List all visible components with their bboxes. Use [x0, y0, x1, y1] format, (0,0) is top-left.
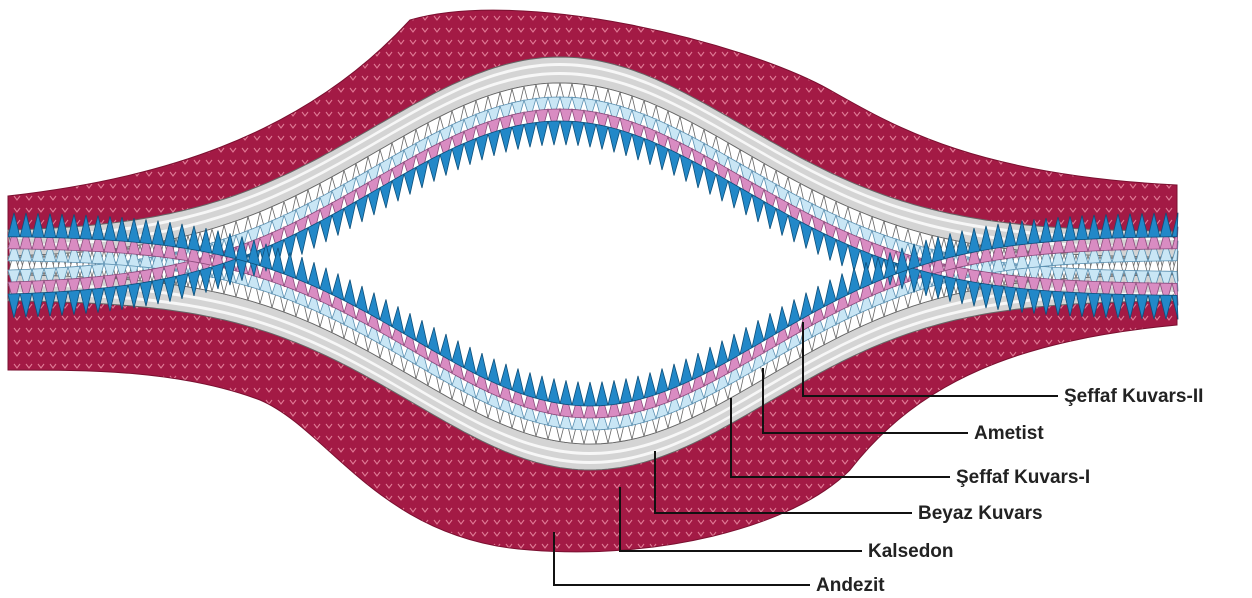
vein-layers [8, 57, 1178, 470]
label-seffaf-kuvars-1: Şeffaf Kuvars-I [956, 467, 1090, 488]
label-beyaz-kuvars: Beyaz Kuvars [918, 503, 1043, 524]
label-ametist: Ametist [974, 423, 1044, 444]
label-andezit: Andezit [816, 575, 885, 596]
label-kalsedon: Kalsedon [868, 541, 954, 562]
label-seffaf-kuvars-2: Şeffaf Kuvars-II [1064, 386, 1203, 407]
